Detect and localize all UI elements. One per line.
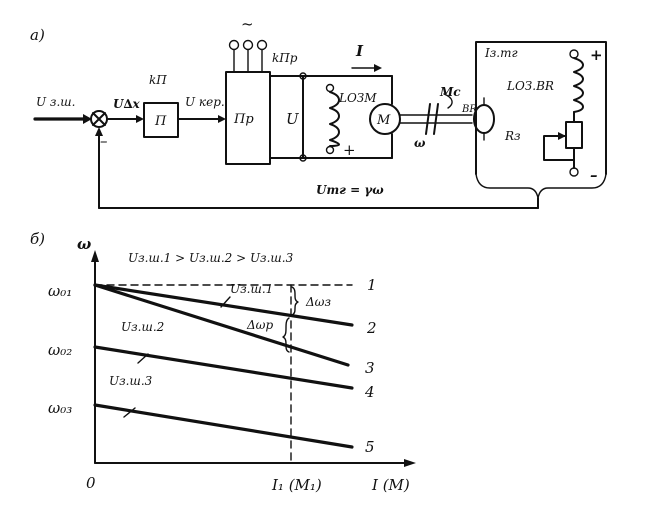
feedback-path [95,127,539,209]
curve-label-5: 5 [365,438,375,456]
y-tick-omega02: ω₀₂ [48,341,72,359]
converter-gain-label: kПр [272,51,298,65]
tach-minus: – [590,166,598,184]
motor-symbol [369,103,401,135]
motor-shaft [399,93,473,135]
ac-supply-symbol: ~ [241,15,254,33]
ac-supply-terminals [228,39,268,73]
delta-omega-open: Δωз [305,295,331,309]
setpoint-leader-1 [220,296,231,308]
delta-omega-closed: Δωр [246,318,273,332]
tach-current-label: Iз.тг [484,46,518,60]
current-label: I [355,42,364,60]
motor-label: M [376,113,391,128]
section-a-label: а) [30,26,45,44]
section-b-label: б) [30,230,45,248]
setpoint-condition: Uз.ш.1 > Uз.ш.2 > Uз.ш.3 [128,251,294,265]
setpoint-leader-2 [137,353,149,364]
x-axis-label: I (M) [371,476,410,494]
curve-label-1: 1 [367,276,377,294]
feedback-voltage-label: Uтг = γω [316,183,384,197]
amplifier-gain-label: kП [149,73,167,87]
curve-5 [93,403,354,449]
summing-junction [90,110,108,128]
setpoint-leader-3 [123,407,136,418]
load-torque-text: Mc [439,85,461,99]
y-tick-omega01: ω₀₁ [48,282,72,300]
armature-voltage-label: U [286,110,300,128]
curve-label-4: 4 [364,383,375,401]
tach-plus: + [590,46,603,64]
tach-field-label: LОЗ.BR [506,79,554,93]
current-arrow [351,64,382,72]
y-axis-label: ω [77,235,91,253]
delta-braces [282,286,299,353]
motor-field-label: LОЗМ [338,91,377,105]
curve-4 [93,345,354,390]
tach-excitation-circuit [475,41,607,199]
control-voltage-label: U кер. [185,95,225,109]
minus-sign: – [100,132,108,150]
error-arrow [136,115,144,123]
control-arrow [218,115,226,123]
armature-circuit [269,72,393,162]
converter-label: Пр [233,112,254,127]
motor-field-winding [325,83,340,155]
plot-axes [91,250,416,467]
curve-label-2: 2 [366,319,377,337]
curve-label-3: 3 [365,359,375,377]
setpoint-label-1: Uз.ш.1 [230,282,273,296]
setpoint-label-3: Uз.ш.3 [109,374,153,388]
curve-3-open-loop [93,283,350,367]
amplifier-label: П [154,114,167,129]
setpoint-label-2: Uз.ш.2 [121,320,164,334]
tachogenerator-symbol [473,97,495,141]
speed-label: ω [414,136,426,150]
setpoint-voltage-label: U з.ш. [36,95,75,109]
motor-field-plus: + [343,141,356,159]
y-tick-omega03: ω₀₃ [48,399,72,417]
error-voltage-label: U∆x [113,97,141,111]
characteristic-curves [93,283,354,464]
tach-resistor-label: Rз [504,129,521,143]
origin-label: 0 [86,474,96,492]
setpoint-input-line [33,114,92,124]
x-mark-label: I₁ (M₁) [271,476,322,494]
tach-label: BR [461,104,477,115]
